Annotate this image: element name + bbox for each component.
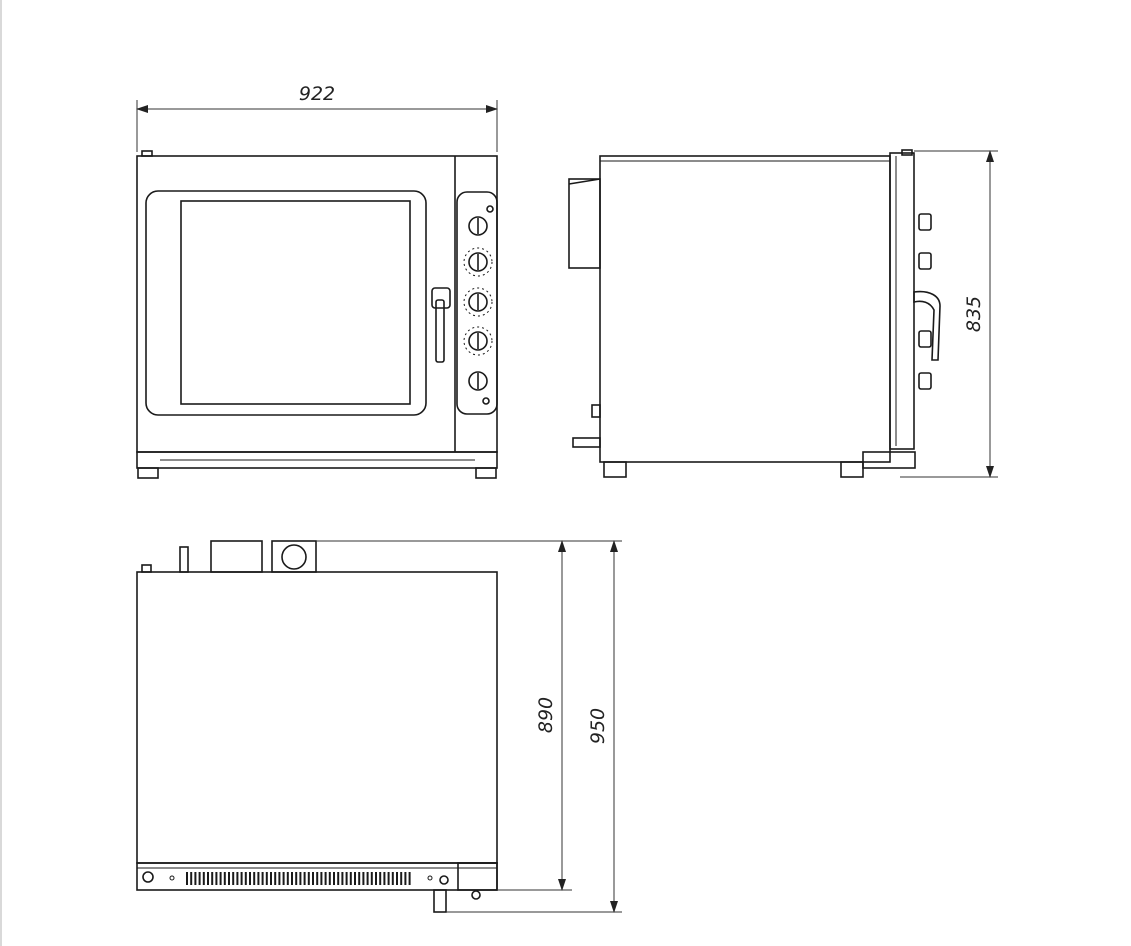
top-drain-fitting	[433, 889, 447, 913]
side-knob-3	[918, 330, 932, 348]
vent-slot	[253, 872, 256, 885]
door-handle-bar	[435, 299, 445, 363]
vent-slot	[379, 872, 382, 885]
control-panel	[456, 191, 498, 415]
vent-slot	[219, 872, 222, 885]
side-body-outline	[599, 155, 891, 463]
page-border	[0, 0, 2, 946]
vent-slot	[307, 872, 310, 885]
vent-slot	[186, 872, 188, 885]
vent-slot	[299, 872, 302, 885]
body-depth-dimension-label: 890	[535, 697, 557, 733]
vent-slot	[408, 872, 411, 885]
vent-slot	[228, 872, 230, 885]
side-knob-2	[918, 252, 932, 270]
vent-slot	[358, 872, 361, 885]
side-view: 835	[568, 149, 998, 478]
top-chimney-pipe	[179, 546, 189, 573]
vent-slot	[391, 872, 394, 885]
side-foot-front	[840, 461, 864, 478]
vent-slot	[396, 872, 398, 885]
knob-4	[468, 331, 488, 351]
vent-slot	[400, 872, 403, 885]
vent-slot	[223, 872, 226, 885]
front-foot-left	[137, 467, 159, 479]
vent-slot	[320, 872, 323, 885]
vent-slot	[198, 872, 201, 885]
height-dimension-label: 835	[963, 296, 985, 332]
vent-slot	[207, 872, 209, 885]
vent-slot	[211, 872, 214, 885]
top-body-outline	[136, 571, 498, 864]
side-knob-1	[918, 213, 932, 231]
vent-slot	[236, 872, 239, 885]
vent-slot	[383, 872, 386, 885]
vent-slot	[270, 872, 272, 885]
door-profile	[889, 152, 915, 450]
vent-slot	[249, 872, 251, 885]
vent-slot	[244, 872, 247, 885]
top-exhaust-port	[281, 544, 307, 570]
control-knobs	[463, 205, 494, 405]
vent-slot	[349, 872, 352, 885]
vent-slot	[257, 872, 260, 885]
door-glass	[180, 200, 411, 405]
vent-slot	[291, 872, 293, 885]
front-foot-right	[475, 467, 497, 479]
vent-slot	[274, 872, 277, 885]
door-handle-top	[431, 287, 451, 309]
side-foot-rear	[603, 461, 627, 478]
knob-2	[468, 252, 488, 272]
knob-1	[468, 216, 488, 236]
vent-slot	[194, 872, 197, 885]
vent-slot	[316, 872, 319, 885]
vent-slot	[387, 872, 390, 885]
vent-slot	[324, 872, 327, 885]
vent-slot	[278, 872, 281, 885]
vent-slot	[232, 872, 235, 885]
vent-slot	[190, 872, 193, 885]
vent-slot	[265, 872, 268, 885]
vent-slot	[286, 872, 289, 885]
side-knob-4	[918, 372, 932, 390]
side-handle	[913, 290, 941, 361]
rear-drain-pipe	[572, 437, 601, 448]
knob-3	[468, 292, 488, 312]
vent-slot	[375, 872, 377, 885]
front-view: 922	[136, 83, 498, 479]
top-view: 890 950	[136, 540, 622, 913]
vent-slot	[215, 872, 218, 885]
vent-slots	[186, 872, 411, 885]
vent-slot	[261, 872, 264, 885]
vent-slot	[370, 872, 373, 885]
knob-5	[468, 371, 488, 391]
vent-slot	[312, 872, 314, 885]
door-frame	[145, 190, 427, 416]
vent-slot	[240, 872, 243, 885]
vent-slot	[404, 872, 407, 885]
vent-slot	[295, 872, 298, 885]
vent-slot	[345, 872, 348, 885]
vent-slot	[341, 872, 344, 885]
vent-slot	[282, 872, 285, 885]
vent-slot	[362, 872, 365, 885]
vent-slot	[337, 872, 340, 885]
vent-slot	[202, 872, 205, 885]
vent-slot	[366, 872, 369, 885]
top-vent-box	[210, 540, 263, 573]
vent-slot	[328, 872, 331, 885]
vent-slot	[333, 872, 335, 885]
overall-depth-dimension-label: 950	[587, 708, 609, 744]
rear-vent-box	[568, 178, 601, 269]
vent-slot	[354, 872, 356, 885]
vent-slot	[303, 872, 306, 885]
width-dimension-label: 922	[299, 83, 335, 105]
